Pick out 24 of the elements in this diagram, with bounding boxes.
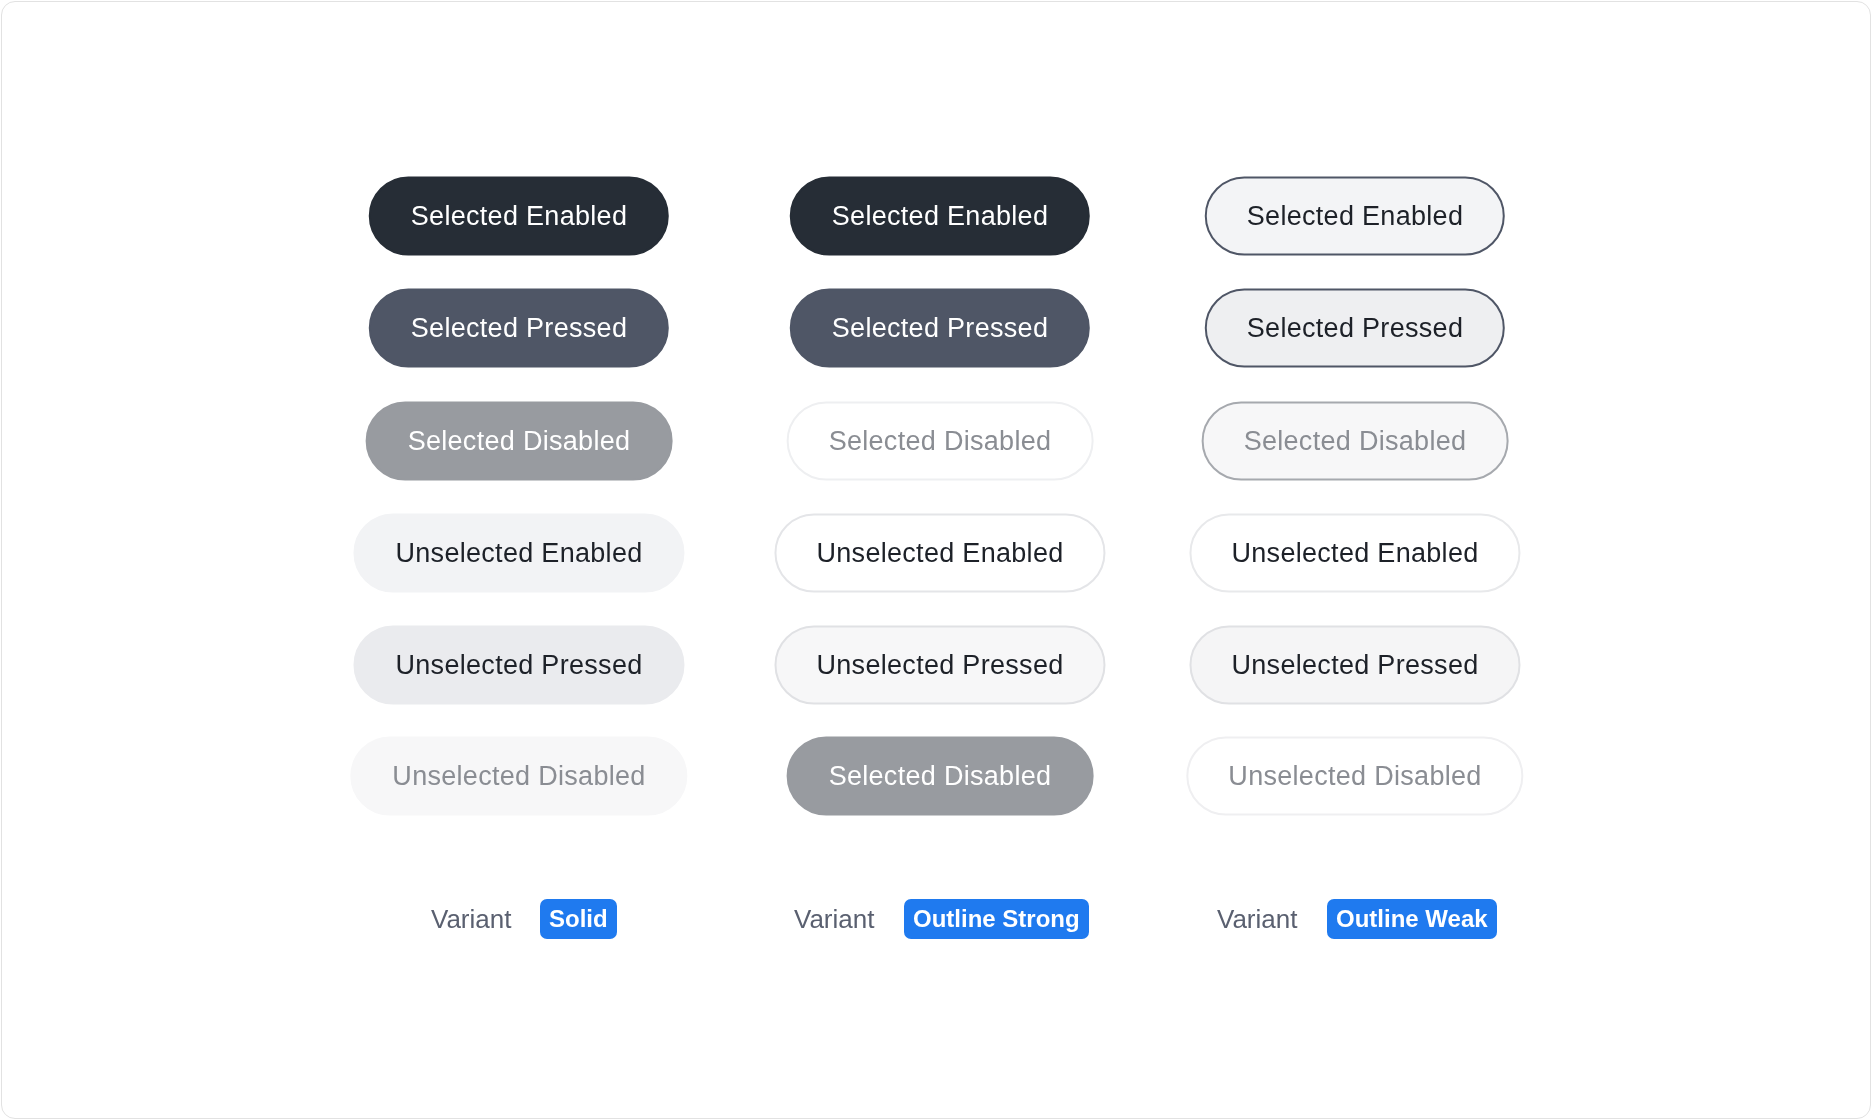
toggle-chip: Selected Pressed [1204,288,1506,368]
toggle-chip: Selected Enabled [368,176,670,256]
toggle-chip: Selected Disabled [365,401,673,481]
toggle-chip: Selected Pressed [368,288,670,368]
toggle-chip: Selected Disabled [786,736,1094,816]
toggle-chip: Selected Pressed [789,288,1091,368]
variant-label: Variant [1217,903,1298,935]
variant-tag: Solid [540,899,617,939]
toggle-chip: Selected Enabled [1204,176,1506,256]
toggle-chip: Unselected Enabled [353,513,685,593]
variant-tag: Outline Strong [904,899,1089,939]
toggle-chip: Selected Disabled [786,401,1094,481]
toggle-chip: Unselected Pressed [1189,625,1521,705]
toggle-chip: Selected Disabled [1201,401,1509,481]
toggle-chip: Unselected Disabled [1186,736,1524,816]
toggle-chip: Unselected Disabled [350,736,688,816]
toggle-chip: Unselected Enabled [1189,513,1521,593]
variant-tag: Outline Weak [1327,899,1497,939]
variant-label: Variant [794,903,875,935]
toggle-chip: Unselected Pressed [353,625,685,705]
toggle-chip: Selected Enabled [789,176,1091,256]
toggle-chip: Unselected Pressed [774,625,1106,705]
variant-label: Variant [431,903,512,935]
toggle-chip: Unselected Enabled [774,513,1106,593]
